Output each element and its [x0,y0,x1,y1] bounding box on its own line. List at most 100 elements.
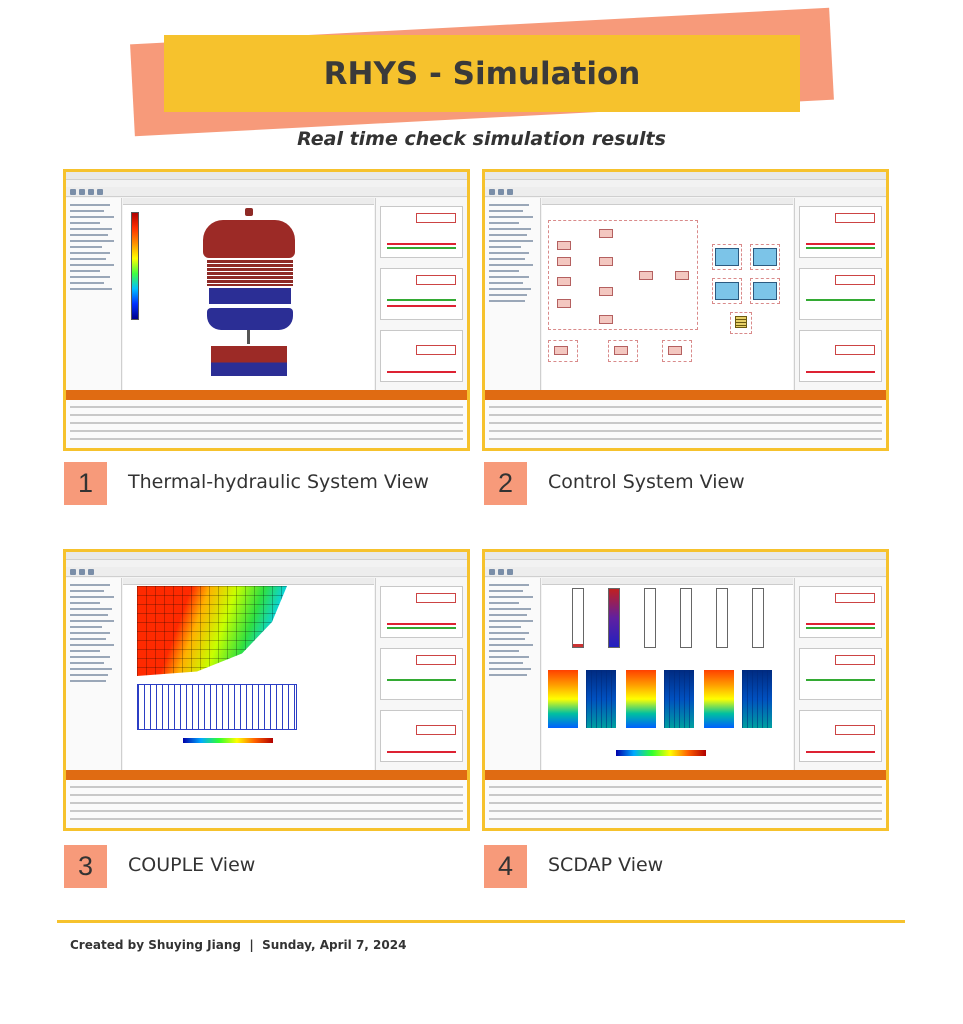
window-toolbar [485,187,886,197]
control-node [557,257,571,266]
control-node [557,277,571,286]
hydraulic-view-canvas [123,198,374,390]
plot-view [799,268,882,320]
toolbar-icon [70,189,76,195]
log-table [66,400,467,448]
log-table [485,400,886,448]
integral-block [753,248,777,266]
page-title: RHYS - Simulation [323,55,641,92]
log-header [485,770,886,780]
toolbar-icon [489,569,495,575]
control-node [599,287,613,296]
plot-view [380,648,463,700]
control-node [554,346,568,355]
plot-panel [794,578,886,770]
footer-divider [57,920,905,923]
plot-view [380,710,463,762]
vessel-core-region [207,260,293,286]
log-header [66,390,467,400]
toolbar-icon [507,569,513,575]
window-toolbar [66,567,467,577]
toolbar-icon [79,189,85,195]
vessel-nozzle [245,208,253,216]
view-tabs [123,198,374,205]
view-tabs [542,578,793,585]
contour-grid [137,586,287,676]
color-scale [183,738,273,743]
toolbar-icon [498,569,504,575]
control-node [557,299,571,308]
scdap-view-screenshot [482,549,889,831]
gauge [680,588,692,648]
fuel-rod-map [626,670,656,728]
block-frame [730,312,752,334]
plot-view [380,268,463,320]
control-node [557,241,571,250]
temperature-scale [616,750,706,756]
log-table [66,780,467,828]
plot-view [799,330,882,382]
integral-block [715,282,739,300]
plot-view [799,710,882,762]
toolbar-icon [70,569,76,575]
control-node [614,346,628,355]
component-tree [66,198,122,390]
control-view-canvas [542,198,793,390]
signal-block [715,248,739,266]
plot-panel [375,578,467,770]
window-titlebar [66,552,467,560]
plot-panel [794,198,886,390]
control-system-screenshot [482,169,889,451]
window-toolbar [66,187,467,197]
block-frame [750,244,780,270]
block-frame [608,340,638,362]
view-caption: SCDAP View [548,854,664,876]
component-tree [485,198,541,390]
block-frame [662,340,692,362]
control-diagram-area [548,220,698,330]
window-titlebar [66,172,467,180]
view-number-badge: 3 [64,845,107,888]
view-caption: Control System View [548,471,745,493]
view-number-badge: 4 [484,845,527,888]
plot-view [380,586,463,638]
block-frame [750,278,780,304]
component-tree [66,578,122,770]
log-header [66,770,467,780]
toolbar-icon [97,189,103,195]
window-titlebar [485,552,886,560]
component-tree [485,578,541,770]
control-node [599,229,613,238]
vessel-dome [203,220,295,258]
plot-view [799,648,882,700]
title-banner: RHYS - Simulation [164,35,800,112]
vessel-tank [211,346,287,376]
block-frame [712,278,742,304]
color-scale [131,212,139,320]
thermal-hydraulic-screenshot [63,169,470,451]
toolbar-icon [79,569,85,575]
toolbar-icon [88,569,94,575]
plot-view [799,586,882,638]
fuel-rod-map [704,670,734,728]
toolbar-icon [88,189,94,195]
page-subtitle: Real time check simulation results [297,128,666,150]
window-toolbar [485,567,886,577]
window-menubar [485,180,886,187]
plot-panel [375,198,467,390]
gauge [716,588,728,648]
gauge [644,588,656,648]
control-node [599,257,613,266]
window-titlebar [485,172,886,180]
control-node [639,271,653,280]
vessel-lower-plenum [207,308,293,330]
gauge [608,588,620,648]
control-node [668,346,682,355]
block-frame [712,244,742,270]
plot-view [799,206,882,258]
plot-view [380,330,463,382]
log-header [485,390,886,400]
control-node [599,315,613,324]
view-number-badge: 1 [64,462,107,505]
window-menubar [66,560,467,567]
